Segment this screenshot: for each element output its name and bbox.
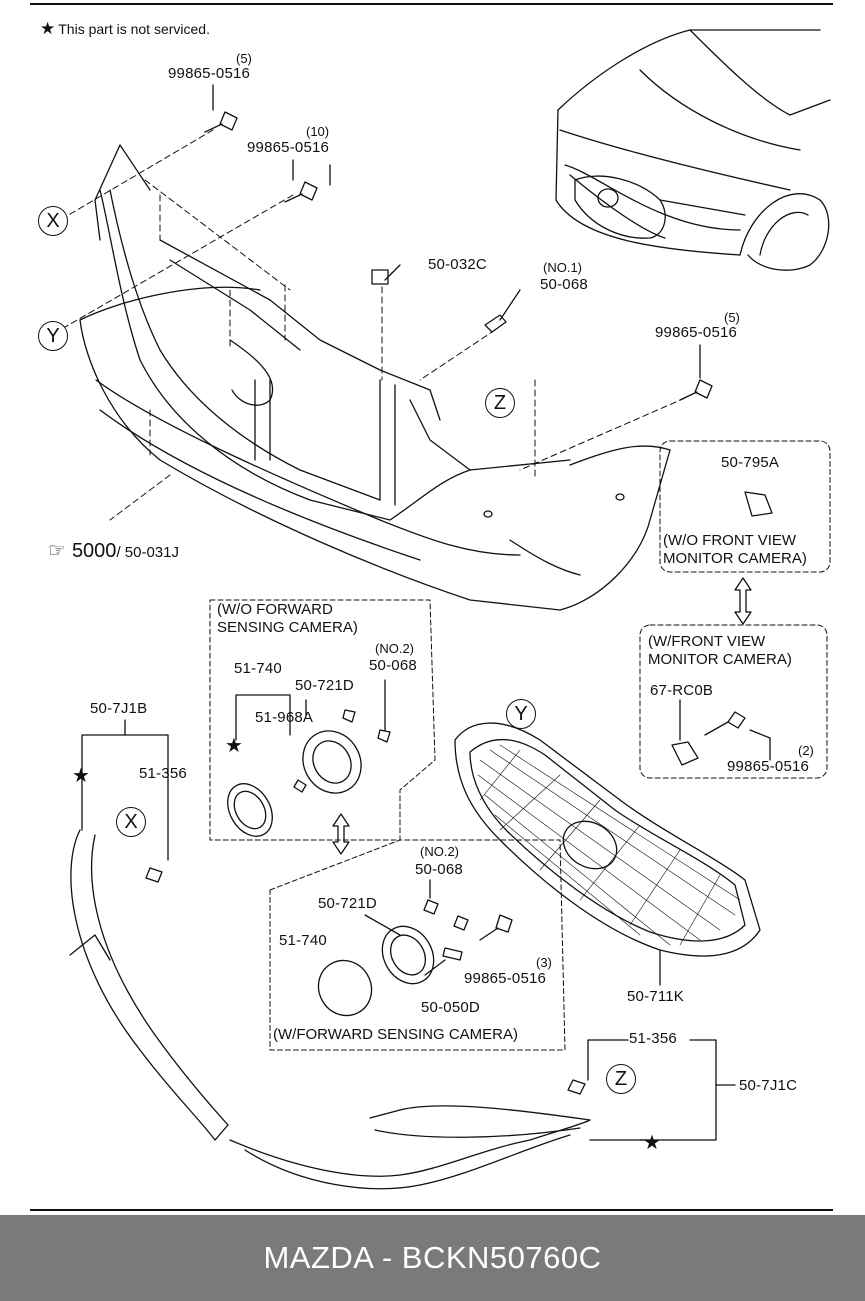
bolt-top-1-qty: (5)	[236, 51, 252, 66]
grille	[454, 722, 761, 957]
emblem-740-a-label: 51-740	[234, 660, 282, 677]
clip-068-no2-b-label: 50-068	[415, 861, 463, 878]
w-forward-parts	[317, 879, 513, 1017]
wo-forward-parts	[227, 679, 391, 837]
ornament-721d-b-label: 50-721D	[318, 895, 377, 912]
bracket-050d-label: 50-050D	[421, 999, 480, 1016]
clip-068-no1-label: 50-068	[540, 276, 588, 293]
clip-068-no2-b-qty: (NO.2)	[420, 844, 459, 859]
clip-068-no2-a-label: 50-068	[369, 657, 417, 674]
top-rule	[30, 3, 833, 5]
reference-sub: / 50-031J	[116, 544, 179, 561]
grille-label: 50-711K	[627, 988, 684, 1005]
star-icon-lower-right: ★	[643, 1132, 661, 1154]
star-icon: ★	[40, 19, 56, 38]
bolt-top-2-label: 99865-0516	[247, 139, 330, 156]
box-wo-forward	[209, 599, 436, 841]
clip-068-no1-qty: (NO.1)	[543, 260, 582, 275]
box-w-forward	[269, 839, 566, 1051]
callout-z-lower: Z	[606, 1064, 636, 1094]
box-w-front-view	[639, 624, 828, 779]
box-wo-front-view	[659, 440, 831, 573]
ornament-721d-a-label: 50-721D	[295, 677, 354, 694]
note-text: This part is not serviced.	[58, 21, 210, 37]
bottom-rule	[30, 1209, 833, 1211]
clip-356-left-label: 51-356	[139, 765, 187, 782]
lower-right-lip-label: 50-7J1C	[739, 1077, 798, 1094]
star-icon-lower-left: ★	[72, 765, 90, 787]
wo-forward-box-title: (W/O FORWARD SENSING CAMERA)	[217, 601, 358, 636]
callout-x-lower: X	[116, 807, 146, 837]
bumper-frame	[94, 144, 571, 521]
rc0b-label: 67-RC0B	[650, 682, 714, 699]
wo-front-view-box-title: (W/O FRONT VIEW MONITOR CAMERA)	[663, 532, 807, 567]
emblem-740-b-label: 51-740	[279, 932, 327, 949]
w-forward-box-title: (W/FORWARD SENSING CAMERA)	[273, 1026, 519, 1043]
lower-lip-left	[69, 719, 229, 1141]
nut-968a-label: 51-968A	[255, 709, 314, 726]
bolt-top-2-qty: (10)	[306, 124, 330, 139]
bolt-top-1-label: 99865-0516	[168, 65, 251, 82]
callout-y-grille: Y	[506, 699, 536, 729]
clip-068-no2-a-qty: (NO.2)	[375, 641, 414, 656]
bolt-camera-label: 99865-0516	[727, 758, 810, 775]
clip-356-right-label: 51-356	[629, 1030, 677, 1047]
footer-bar: MAZDA - BCKN50760C	[0, 1215, 865, 1301]
vehicle-illustration	[555, 29, 831, 271]
callout-z-top: Z	[485, 388, 515, 418]
bolt-right-label: 99865-0516	[655, 324, 738, 341]
parts-diagram	[59, 29, 831, 1190]
pointing-hand-icon: ☞	[48, 540, 66, 562]
callout-y-left: Y	[38, 321, 68, 351]
lower-lip-right	[229, 1039, 736, 1190]
reference-note: ☞5000/ 50-031J	[48, 538, 179, 563]
lower-left-lip-label: 50-7J1B	[90, 700, 148, 717]
bolt-right-qty: (5)	[724, 310, 740, 325]
bolt-sensing-qty: (3)	[536, 955, 552, 970]
bolt-camera-qty: (2)	[798, 743, 814, 758]
camera-bracket-label: 50-795A	[721, 454, 780, 471]
star-icon-emblem: ★	[225, 735, 243, 757]
callout-x-top: X	[38, 206, 68, 236]
not-serviced-note: ★This part is not serviced.	[40, 19, 210, 39]
footer-part-number: MAZDA - BCKN50760C	[263, 1240, 602, 1275]
reference-main: 5000	[71, 540, 117, 562]
bolt-sensing-label: 99865-0516	[464, 970, 547, 987]
clip-032c-label: 50-032C	[428, 256, 487, 273]
w-front-view-box-title: (W/FRONT VIEW MONITOR CAMERA)	[648, 633, 792, 668]
